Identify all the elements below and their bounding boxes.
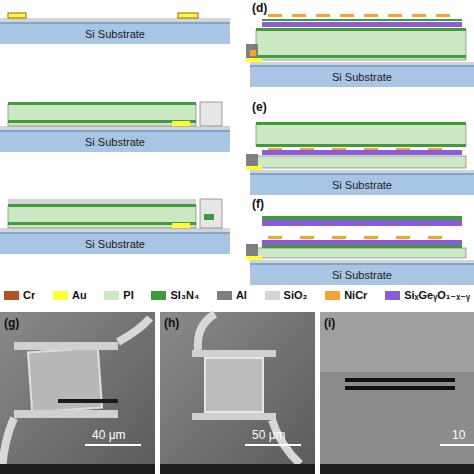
legend-text: PI	[123, 289, 133, 301]
panel-letter: (i)	[324, 316, 335, 330]
scale-bar-label: 50 μm	[252, 428, 286, 442]
layer-label: Si Substrate	[85, 28, 145, 40]
legend-item: SiₓGeᵧO₁₋ₓ₋ᵧ	[385, 289, 470, 302]
layer-label: Si Substrate	[332, 179, 392, 191]
legend-item: SiO₂	[265, 289, 308, 301]
legend-item: Cr	[4, 289, 35, 301]
legend-swatch	[385, 291, 400, 300]
substrate-band: Si Substrate	[250, 173, 474, 195]
legend-swatch	[151, 291, 166, 300]
layer-label: Si Substrate	[332, 71, 392, 83]
substrate-band: Si Substrate	[0, 130, 230, 152]
substrate-band: Si Substrate	[0, 22, 230, 44]
panel-letter: (h)	[164, 316, 179, 330]
substrate-band: Si Substrate	[250, 263, 474, 285]
legend-item: Al	[217, 289, 247, 301]
legend-item: Au	[53, 289, 87, 301]
legend-swatch	[217, 291, 232, 300]
legend-text: SI₃N₄	[170, 289, 199, 301]
legend-swatch	[265, 291, 280, 300]
panel-letter: (f)	[252, 197, 264, 211]
layer-label: Si Substrate	[85, 136, 145, 148]
panel-letter: (g)	[4, 316, 19, 330]
panel-letter: (d)	[252, 1, 267, 15]
legend-item: NiCr	[325, 289, 367, 301]
substrate-band: Si Substrate	[250, 65, 474, 87]
scale-bar-label: 10	[452, 428, 465, 442]
legend-text: NiCr	[344, 289, 367, 301]
legend-text: Au	[72, 289, 87, 301]
legend-item: PI	[104, 289, 133, 301]
legend-swatch	[325, 291, 340, 300]
layer-label: Si Substrate	[332, 269, 392, 281]
legend-text: SiₓGeᵧO₁₋ₓ₋ᵧ	[404, 289, 470, 302]
legend-swatch	[53, 291, 68, 300]
legend-item: SI₃N₄	[151, 289, 199, 301]
legend-swatch	[104, 291, 119, 300]
legend-text: Al	[236, 289, 247, 301]
legend-swatch	[4, 291, 19, 300]
panel-letter: (e)	[252, 100, 267, 114]
scale-bar-label: 40 μm	[92, 428, 126, 442]
substrate-band: Si Substrate	[0, 232, 230, 254]
legend-text: SiO₂	[284, 289, 308, 301]
layer-label: Si Substrate	[85, 238, 145, 250]
legend-text: Cr	[23, 289, 35, 301]
